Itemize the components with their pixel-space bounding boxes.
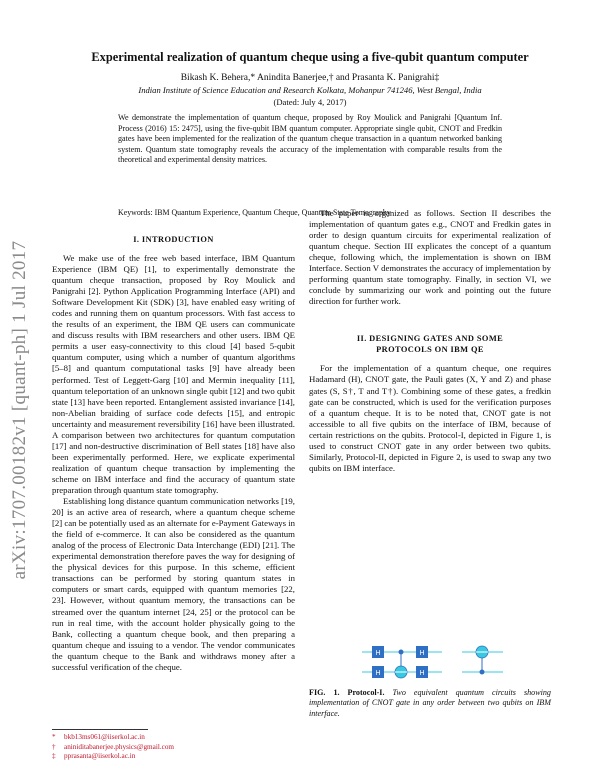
- intro-paragraph-1: We make use of the free web based interf…: [52, 253, 295, 495]
- footnote-3-email[interactable]: pprasanta@iiserkol.ac.in: [64, 752, 136, 761]
- hadamard-gate-2: [372, 666, 384, 678]
- paper-title: Experimental realization of quantum cheq…: [91, 50, 529, 64]
- right-column: The paper is organized as follows. Secti…: [309, 208, 551, 474]
- figure-1-circuit: H H H H: [360, 642, 505, 682]
- abstract: We demonstrate the implementation of qua…: [118, 113, 502, 165]
- cnot-control-dot-left: [398, 649, 404, 655]
- keywords: Keywords: IBM Quantum Experience, Quantu…: [118, 208, 391, 217]
- section2-paragraph-1: For the implementation of a quantum cheq…: [309, 363, 551, 473]
- figure-1-caption: FIG. 1. Protocol-I. Two equivalent quant…: [309, 688, 551, 719]
- hadamard-gate-1: [372, 646, 384, 658]
- footnote-3: ‡pprasanta@iiserkol.ac.in: [52, 752, 136, 761]
- footnote-rule: [52, 729, 148, 730]
- date-line: (Dated: July 4, 2017): [273, 97, 347, 107]
- section-heading-introduction: I. INTRODUCTION: [133, 235, 214, 244]
- footnote-1-email[interactable]: bkb13ms061@iiserkol.ac.in: [64, 733, 145, 741]
- left-column: I. INTRODUCTION We make use of the free …: [52, 234, 295, 673]
- intro-paragraph-2: Establishing long distance quantum commu…: [52, 496, 295, 672]
- arxiv-sidebar: arXiv:1707.00182v1 [quant-ph] 1 Jul 2017: [2, 200, 38, 620]
- section-heading-line-2: PROTOCOLS ON IBM QE: [376, 345, 484, 355]
- affiliation: Indian Institute of Science Education an…: [138, 85, 482, 95]
- figure-1-label: FIG. 1.: [309, 688, 340, 697]
- hadamard-gate-4-label: H: [419, 670, 424, 677]
- hadamard-gate-3-label: H: [419, 650, 424, 657]
- footnote-1: *bkb13ms061@iiserkol.ac.in: [52, 733, 145, 741]
- figure-1-text: Two equivalent quantum circuits showing …: [309, 688, 551, 718]
- footnote-2: †aniniditabanerjee.physics@gmail.com: [52, 742, 175, 751]
- hadamard-gate-3: [416, 646, 428, 658]
- hadamard-gate-1-label: H: [375, 650, 380, 657]
- section-heading-line-1: II. DESIGNING GATES AND SOME: [356, 334, 504, 344]
- footnote-2-email[interactable]: aniniditabanerjee.physics@gmail.com: [64, 742, 175, 751]
- hadamard-gate-4: [416, 666, 428, 678]
- cnot-control-dot-right: [479, 669, 485, 675]
- arxiv-identifier: arXiv:1707.00182v1 [quant-ph] 1 Jul 2017: [9, 240, 30, 580]
- intro-paragraph-3: The paper is organized as follows. Secti…: [309, 208, 551, 307]
- footnotes: *bkb13ms061@iiserkol.ac.in †aniniditaban…: [52, 733, 174, 762]
- hadamard-gate-2-label: H: [375, 670, 380, 677]
- author-list: Bikash K. Behera,* Anindita Banerjee,† a…: [180, 73, 440, 83]
- figure-1-title: Protocol-I.: [347, 688, 385, 697]
- section-heading-designing-gates: II. DESIGNING GATES AND SOME PROTOCOLS O…: [309, 333, 551, 355]
